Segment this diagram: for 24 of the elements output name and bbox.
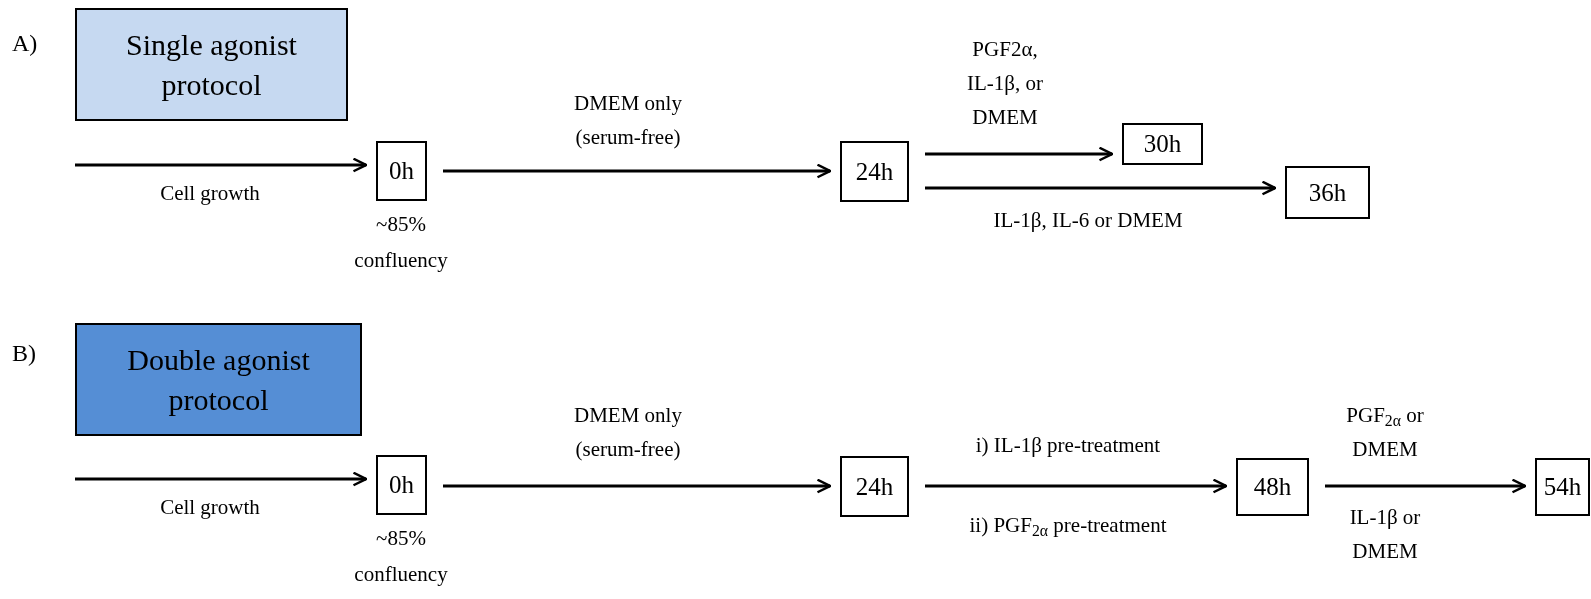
timepoint-box: 48h: [1236, 458, 1309, 516]
arrow: [443, 163, 832, 179]
timepoint-box: 0h: [376, 141, 427, 201]
arrow: [925, 146, 1114, 162]
arrow: [1325, 478, 1527, 494]
timepoint-box: 30h: [1122, 123, 1203, 165]
node-caption: ~85% confluency: [353, 211, 449, 274]
arrow: [443, 478, 832, 494]
timepoint-box: 54h: [1535, 458, 1590, 516]
panel-label: A): [12, 29, 39, 58]
arrow: [925, 478, 1228, 494]
timepoint-box: 24h: [840, 456, 909, 517]
protocol-box: Double agonist protocol: [75, 323, 362, 436]
edge-note: ii) PGF$_{2α}$ pre-treatment: [968, 512, 1168, 541]
timepoint-box: 0h: [376, 455, 427, 515]
arrow: [75, 157, 368, 173]
node-caption: ~85% confluency: [353, 525, 449, 588]
edge-note: IL-1β or DMEM: [1348, 504, 1422, 565]
timepoint-box: 24h: [840, 141, 909, 202]
timepoint-box: 36h: [1285, 166, 1370, 219]
arrow: [925, 180, 1277, 196]
protocol-box: Single agonist protocol: [75, 8, 348, 121]
arrow: [75, 471, 368, 487]
panel-label: B): [12, 339, 37, 368]
